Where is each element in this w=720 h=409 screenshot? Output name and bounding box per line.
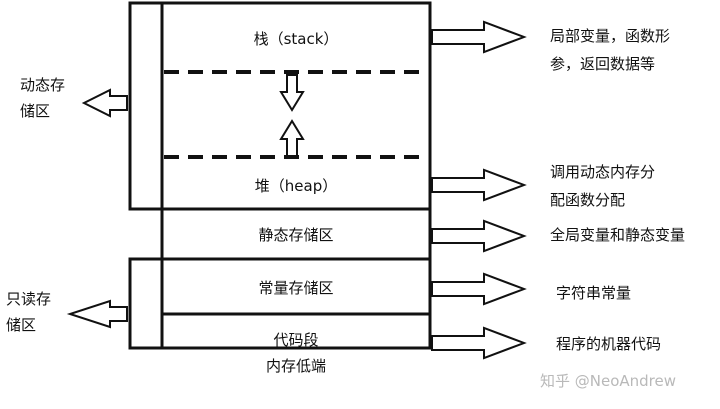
static-description: 全局变量和静态变量 [550,226,686,244]
heap-description: 调用动态内存分配函数分配 [550,163,656,209]
watermark: 知乎 @NeoAndrew [540,372,677,390]
heap-growth-up-arrow [279,119,305,157]
static-desc-arrow [431,220,525,252]
stack-label: 栈（stack） [253,30,339,48]
constant-description: 字符串常量 [556,284,632,302]
readonly-storage-bracket [128,257,164,350]
stack-desc-arrow [431,21,525,53]
static-storage-label: 静态存储区 [258,226,334,244]
readonly-storage-label: 只读存储区 [6,290,52,334]
stack-description: 局部变量，函数形参，返回数据等 [550,27,671,73]
dynamic-storage-label: 动态存储区 [20,76,66,120]
dynamic-storage-arrow [81,88,128,118]
memory-column [160,1,432,350]
heap-label: 堆（heap） [254,177,338,195]
heap-desc-arrow [431,169,525,201]
stack-growth-down-arrow [279,74,305,112]
constant-desc-arrow [431,273,525,305]
memory-low-end-label: 内存低端 [265,357,326,375]
constant-storage-label: 常量存储区 [258,279,334,297]
readonly-storage-arrow [66,299,128,329]
dynamic-storage-bracket [128,1,164,211]
code-segment-label: 代码段 [273,331,319,349]
code-description: 程序的机器代码 [556,335,662,353]
code-desc-arrow [431,327,525,359]
